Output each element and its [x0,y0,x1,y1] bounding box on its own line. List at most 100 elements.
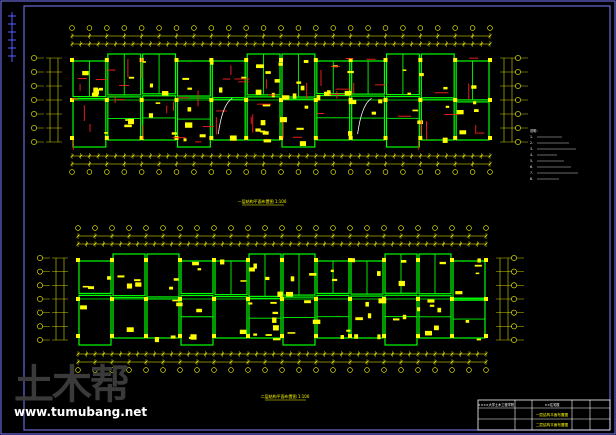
title-block-drawing-name-1: 一层结构平面布置图 [536,412,569,417]
annotation-mark [296,127,304,130]
annotation-mark [272,311,279,315]
annotation-mark [262,104,271,107]
annotation-mark [107,276,111,280]
annotation-mark [351,258,356,263]
annotation-mark [304,300,311,304]
annotation-mark [445,105,450,108]
annotation-mark [400,260,407,263]
annotation-mark [443,86,448,90]
annotation-mark [253,263,257,269]
annotation-mark [355,317,363,321]
watermark-url: www.tumubang.net [14,405,147,419]
annotation-mark [474,264,482,267]
annotation-mark [91,92,99,97]
column [104,58,109,62]
column [416,258,420,262]
structural-columns [70,58,492,140]
annotation-mark [255,128,261,132]
top-axis-bubbles [75,225,489,231]
annotation-mark [220,259,225,265]
column [70,98,74,102]
lower-plan-caption: 二层结构平面布置图 1:100 [261,393,310,399]
column [383,98,388,102]
annotation-mark [347,70,354,74]
annotation-mark [171,132,178,135]
left-dimension-lines [52,257,68,341]
annotation-mark [182,77,190,80]
column [488,58,492,62]
column [246,258,250,262]
column [104,136,109,140]
annotation-mark [437,307,442,313]
structural-columns [76,258,488,338]
annotation-mark [256,64,264,69]
column [453,58,458,62]
title-block: ××××大学土木工程学院 ××住宅楼 一层结构平面布置图 二层结构平面布置图 [477,399,611,431]
column [280,334,284,338]
column [144,334,148,338]
annotation-mark [126,327,134,333]
annotation-mark [124,124,132,128]
annotation-mark [241,76,247,79]
column [348,136,353,140]
annotation-mark [327,90,331,93]
column [488,136,492,140]
column [70,58,74,62]
column [484,297,488,301]
annotation-mark [117,275,125,278]
column [453,136,458,140]
column [178,258,182,262]
annotation-mark [286,291,294,297]
note-line: 4. [530,153,533,157]
annotation-mark [260,120,266,126]
annotation-mark [197,268,202,271]
annotation-mark [465,320,470,323]
note-line: 7. [530,171,533,175]
annotation-mark [471,85,477,89]
column [212,258,216,262]
annotation-mark [196,308,202,313]
sheet-inner-frame [23,5,611,431]
title-block-frame [477,399,611,431]
bottom-dimension-line-outer [70,161,492,167]
column [314,258,318,262]
column [104,98,109,102]
annotation-mark [149,83,154,88]
annotation-mark [278,62,283,66]
title-block-school: ××××大学土木工程学院 [478,402,515,407]
column [244,58,249,62]
column [178,334,182,338]
annotation-mark [281,95,290,100]
beam-lines [72,57,485,150]
bottom-dimension-line-inner [76,351,488,357]
annotation-mark [477,258,481,263]
column [450,334,454,338]
annotation-mark [98,87,103,91]
annotation-mark [309,273,317,276]
stair-curve [217,97,233,135]
annotation-mark [260,130,266,133]
column [418,58,423,62]
left-axis-bubbles [37,255,50,343]
annotation-mark [253,333,258,336]
annotation-mark [248,302,253,305]
annotation-mark [104,132,108,134]
annotation-mark [265,71,271,74]
top-dimension-line-outer [76,233,488,239]
annotation-mark [424,330,433,336]
annotation-mark [377,334,381,340]
binding-margin-marks [8,12,16,62]
right-dimension-lines [500,57,516,143]
annotation-mark [300,85,305,91]
top-axis-bubbles [69,25,493,31]
annotation-mark [429,304,435,307]
annotation-mark [155,102,161,104]
annotation-mark [219,87,223,93]
column [313,58,318,62]
column [209,58,214,62]
annotation-mark [346,329,351,332]
column [209,98,214,102]
annotation-mark [417,120,423,125]
annotation-mark [170,335,176,339]
annotation-mark [378,298,387,304]
